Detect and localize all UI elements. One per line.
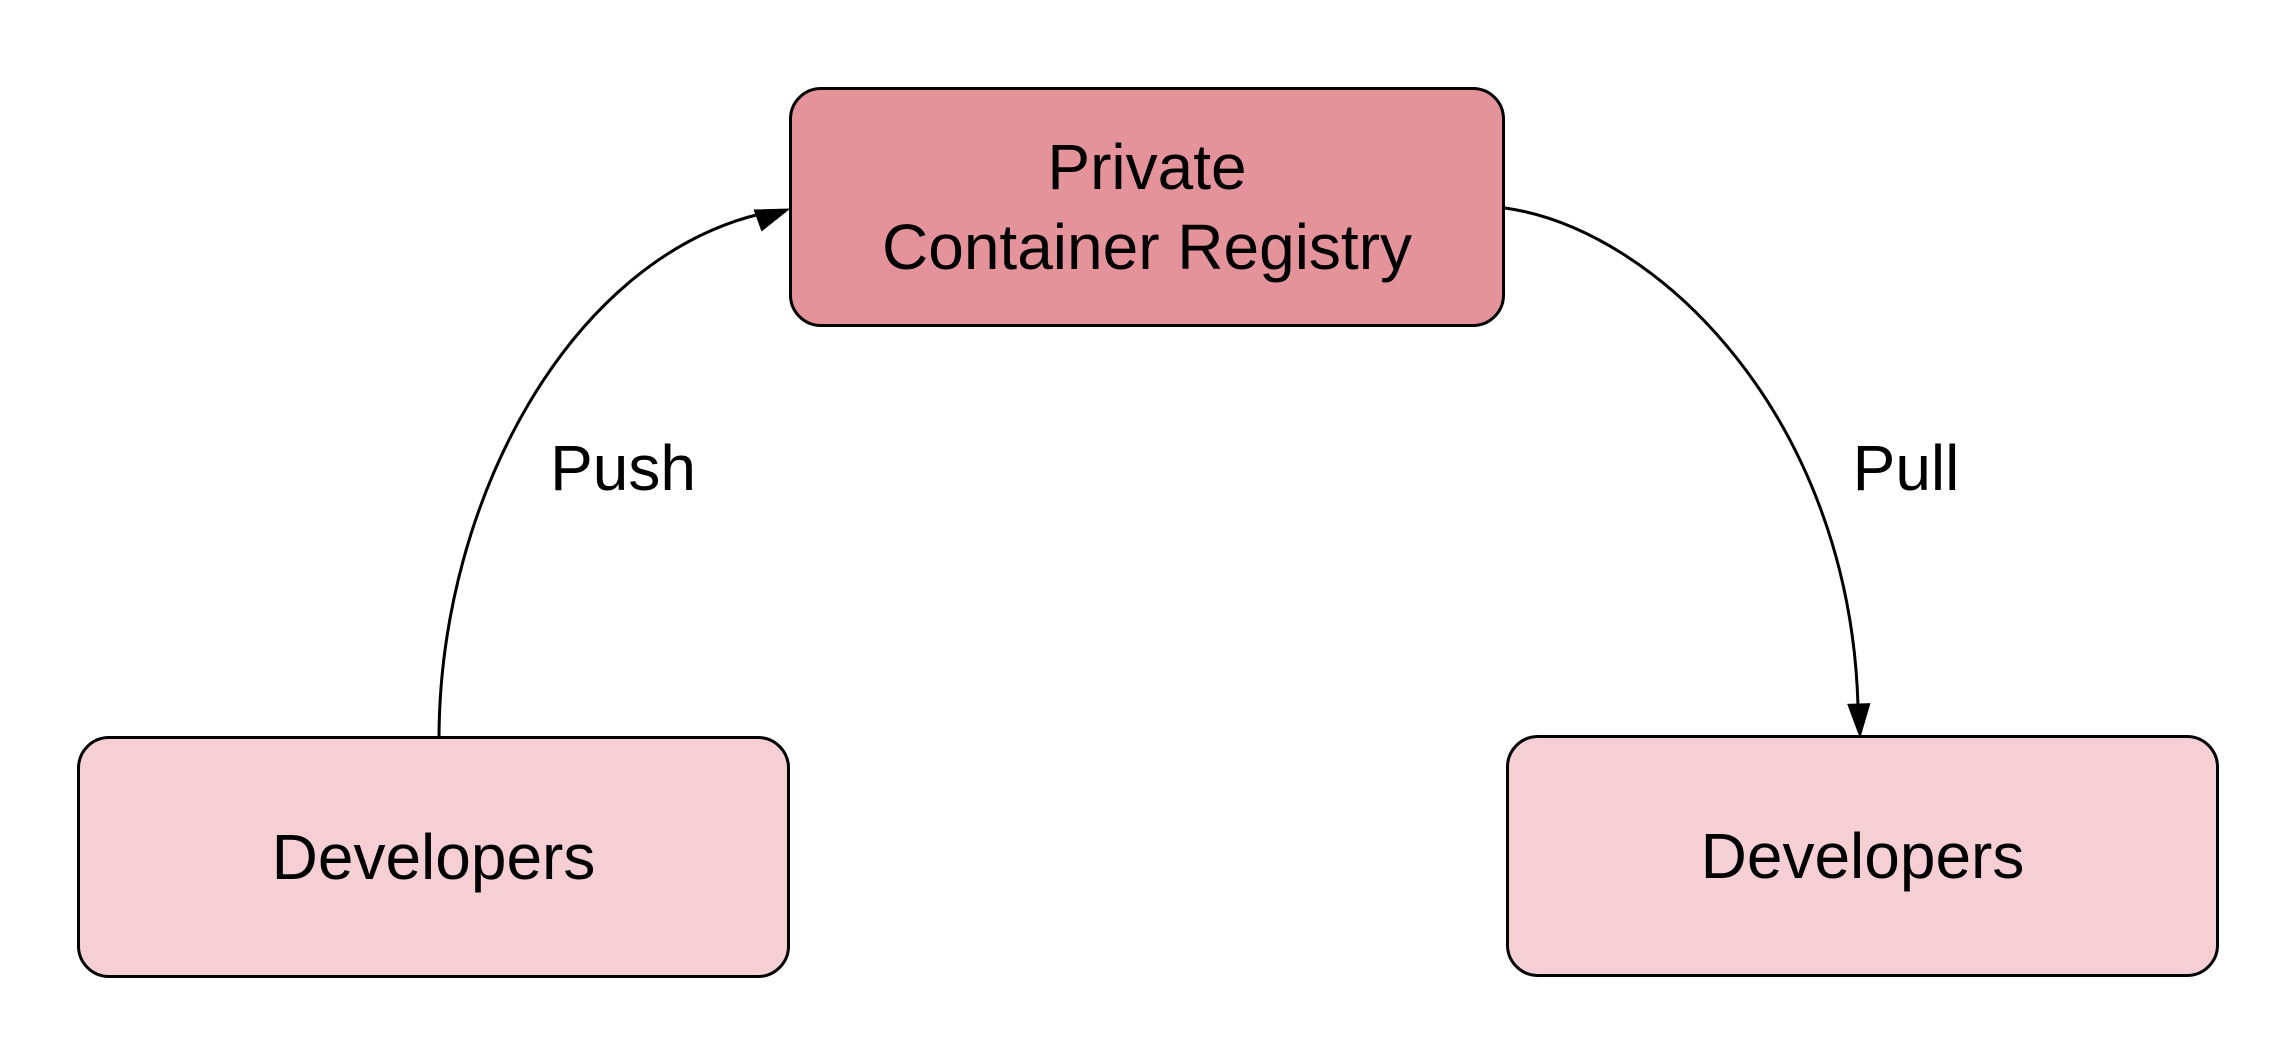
- node-private-container-registry: Private Container Registry: [789, 87, 1505, 327]
- registry-label-line-1: Private: [1047, 131, 1247, 203]
- pull-arrowhead: [1847, 703, 1871, 739]
- node-label-developers-push-side: Developers: [271, 821, 596, 893]
- pull-edge-label: Pull: [1852, 432, 1960, 504]
- push-edge-label: Push: [550, 432, 696, 504]
- node-developers-pull-side: Developers: [1506, 735, 2219, 977]
- pull-arrow-line: [1504, 206, 1860, 707]
- push-arrowhead: [753, 208, 791, 232]
- push-arrow-line: [437, 212, 761, 738]
- node-label-private-container-registry: Private Container Registry: [882, 127, 1412, 287]
- node-label-developers-pull-side: Developers: [1700, 820, 2025, 892]
- registry-label-line-2: Container Registry: [882, 211, 1412, 283]
- node-developers-push-side: Developers: [77, 736, 790, 978]
